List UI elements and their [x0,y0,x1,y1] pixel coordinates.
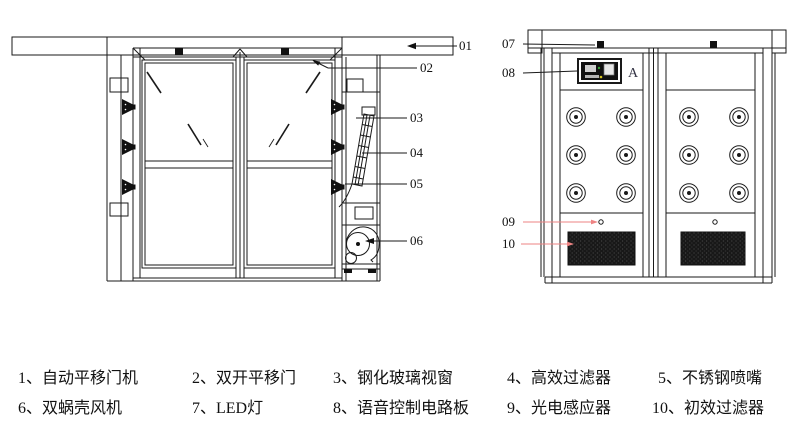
nozzle-icon [679,183,699,203]
leader-line-07 [522,43,596,46]
arrowhead [312,60,321,66]
nozzle-icon [566,107,586,127]
glass-mark-tick [202,138,275,148]
top-beam [11,36,454,56]
arrowhead [567,241,574,247]
filter-grille [567,231,636,266]
left-view-callouts: 01 02 03 04 05 06 [312,38,472,248]
fan-icon [341,226,381,273]
callout-label-05: 05 [410,176,423,191]
door-tracks [540,48,776,277]
canopy [527,29,787,49]
left-column [106,37,134,281]
left-view [11,36,454,282]
nozzle-icon [566,183,586,203]
right-door-leaf [243,59,336,269]
control-panel-icon [577,58,622,84]
right-view-callouts: 07 08 09 10 [502,36,598,251]
nozzle-icon [616,145,636,165]
leader-line-08 [522,70,578,74]
callout-label-09: 09 [502,214,515,229]
nozzle-icon [616,107,636,127]
callout-label-01: 01 [459,38,472,53]
nozzle-icon [729,145,749,165]
arrowhead [365,238,374,244]
filter-grille [680,231,746,266]
door-hanger-icon [175,48,289,55]
right-view: A [527,29,787,284]
led-light-icons [597,41,717,48]
callout-label-06: 06 [410,233,424,248]
callout-label-02: 02 [420,60,433,75]
led-light-icon [597,41,604,48]
detail-marker-a: A [628,66,639,81]
callout-label-04: 04 [410,145,424,160]
sensor-dot-icon [598,219,604,225]
canopy-right-cap [771,29,787,54]
callout-label-03: 03 [410,110,423,125]
led-light-icon [710,41,717,48]
glass-mark [146,71,321,146]
arrowhead [407,42,416,50]
nozzle-icon [679,145,699,165]
nozzle-icon [566,145,586,165]
left-door-leaf [141,59,237,269]
nozzle-icon [729,183,749,203]
arrowhead [591,219,598,225]
nozzle-icon [679,107,699,127]
tilted-filter-panel [338,106,376,208]
canopy-left-cap [527,29,543,54]
nozzle-icon [729,107,749,127]
door-frame [132,37,343,281]
callout-label-07: 07 [502,36,516,51]
callout-label-08: 08 [502,65,515,80]
nozzle-icon [616,183,636,203]
sensor-dot-icon [712,219,718,225]
callout-label-10: 10 [502,236,515,251]
